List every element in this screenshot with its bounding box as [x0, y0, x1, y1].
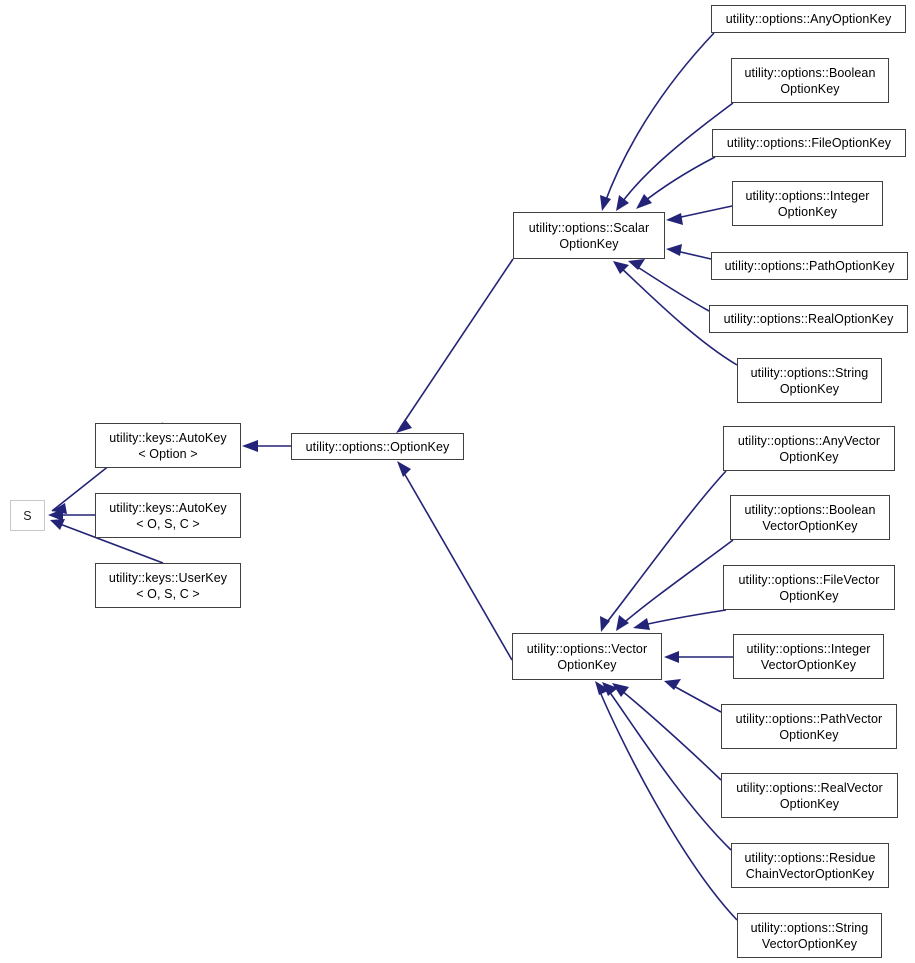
class-node-label: utility::options::AnyVector OptionKey — [737, 433, 881, 464]
inheritance-edge-anyvector-to-vector — [603, 470, 727, 627]
class-node-label: utility::options::Residue ChainVectorOpt… — [744, 850, 876, 881]
class-node-s[interactable]: S — [10, 500, 45, 531]
inheritance-arrowhead-optionkey-to-autokey_option — [242, 440, 258, 452]
inheritance-edge-realvector-to-vector — [616, 686, 722, 781]
inheritance-arrowhead-autokey_option-to-s — [52, 503, 67, 514]
class-node-boolean[interactable]: utility::options::Boolean OptionKey — [731, 58, 889, 103]
class-node-any[interactable]: utility::options::AnyOptionKey — [711, 5, 906, 33]
inheritance-arrowhead-pathvector-to-vector — [664, 679, 681, 690]
inheritance-edge-path-to-scalar — [671, 249, 712, 260]
class-node-real[interactable]: utility::options::RealOptionKey — [709, 305, 908, 333]
inheritance-arrowhead-string-to-scalar — [613, 261, 629, 274]
inheritance-edge-file-to-scalar — [640, 156, 716, 205]
inheritance-edge-stringvector-to-vector — [597, 686, 738, 921]
class-node-label: utility::keys::AutoKey < Option > — [109, 430, 227, 461]
inheritance-arrowhead-any-to-scalar — [600, 195, 611, 211]
inheritance-arrowhead-real-to-scalar — [628, 259, 645, 270]
class-node-anyvector[interactable]: utility::options::AnyVector OptionKey — [723, 426, 895, 471]
class-node-file[interactable]: utility::options::FileOptionKey — [712, 129, 906, 157]
class-node-userkey_osc[interactable]: utility::keys::UserKey < O, S, C > — [95, 563, 241, 608]
class-node-label: utility::options::OptionKey — [305, 439, 450, 454]
class-node-label: utility::options::RealVector OptionKey — [736, 780, 883, 811]
class-node-label: utility::options::String VectorOptionKey — [750, 920, 869, 951]
inheritance-arrowhead-path-to-scalar — [666, 244, 682, 256]
inheritance-arrowhead-residuechainvector-to-vector — [602, 682, 618, 696]
edge-group — [48, 32, 738, 921]
class-node-pathvector[interactable]: utility::options::PathVector OptionKey — [721, 704, 897, 749]
inheritance-arrowhead-integervector-to-vector — [664, 651, 679, 663]
class-node-label: utility::options::PathVector OptionKey — [735, 711, 883, 742]
class-node-label: utility::keys::UserKey < O, S, C > — [108, 570, 228, 601]
class-node-label: utility::options::Integer VectorOptionKe… — [746, 641, 871, 672]
class-node-label: utility::options::Boolean OptionKey — [744, 65, 876, 96]
inheritance-edge-pathvector-to-vector — [669, 683, 722, 713]
class-node-label: utility::options::PathOptionKey — [724, 259, 895, 273]
class-node-autokey_option[interactable]: utility::keys::AutoKey < Option > — [95, 423, 241, 468]
inheritance-arrowhead-filevector-to-vector — [633, 618, 650, 630]
inheritance-arrowhead-anyvector-to-vector — [600, 616, 610, 632]
inheritance-edge-any-to-scalar — [603, 32, 715, 206]
inheritance-arrowhead-integer-to-scalar — [666, 213, 683, 225]
inheritance-arrowhead-userkey_osc-to-s — [50, 519, 65, 530]
inheritance-arrowhead-scalar-to-optionkey — [396, 419, 412, 433]
class-node-path[interactable]: utility::options::PathOptionKey — [711, 252, 908, 280]
inheritance-arrowhead-realvector-to-vector — [612, 683, 629, 697]
class-node-label: S — [23, 508, 32, 523]
inheritance-edge-vector-to-optionkey — [399, 465, 513, 661]
class-node-residuechainvector[interactable]: utility::options::Residue ChainVectorOpt… — [731, 843, 889, 888]
class-node-label: utility::options::FileVector OptionKey — [738, 572, 880, 603]
inheritance-arrowhead-boolean-to-scalar — [616, 195, 629, 211]
inheritance-arrowhead-stringvector-to-vector — [595, 681, 610, 695]
class-node-label: utility::options::String OptionKey — [750, 365, 869, 396]
inheritance-arrowhead-vector-to-optionkey — [397, 461, 411, 477]
inheritance-edge-filevector-to-vector — [638, 609, 727, 627]
inheritance-arrowhead-file-to-scalar — [636, 194, 652, 209]
inheritance-edge-real-to-scalar — [632, 263, 710, 312]
class-node-integer[interactable]: utility::options::Integer OptionKey — [732, 181, 883, 226]
class-node-label: utility::options::Boolean VectorOptionKe… — [744, 502, 876, 533]
class-node-string[interactable]: utility::options::String OptionKey — [737, 358, 882, 403]
class-node-booleanvector[interactable]: utility::options::Boolean VectorOptionKe… — [730, 495, 890, 540]
class-node-label: utility::options::RealOptionKey — [723, 312, 894, 326]
class-node-filevector[interactable]: utility::options::FileVector OptionKey — [723, 565, 895, 610]
class-node-label: utility::keys::AutoKey < O, S, C > — [109, 500, 227, 531]
inheritance-edge-residuechainvector-to-vector — [605, 686, 732, 851]
class-node-vector[interactable]: utility::options::Vector OptionKey — [512, 633, 662, 680]
class-node-integervector[interactable]: utility::options::Integer VectorOptionKe… — [733, 634, 884, 679]
inheritance-edge-booleanvector-to-vector — [619, 539, 734, 627]
class-node-label: utility::options::AnyOptionKey — [725, 12, 892, 26]
class-node-label: utility::options::Integer OptionKey — [745, 188, 870, 219]
class-node-realvector[interactable]: utility::options::RealVector OptionKey — [721, 773, 898, 818]
class-node-label: utility::options::Scalar OptionKey — [528, 220, 650, 251]
inheritance-arrowhead-autokey_osc-to-s — [48, 509, 63, 521]
class-node-stringvector[interactable]: utility::options::String VectorOptionKey — [737, 913, 882, 958]
inheritance-edge-scalar-to-optionkey — [399, 258, 514, 429]
class-node-label: utility::options::Vector OptionKey — [526, 641, 648, 672]
class-node-label: utility::options::FileOptionKey — [726, 136, 892, 150]
class-node-optionkey[interactable]: utility::options::OptionKey — [291, 433, 464, 460]
inheritance-arrowhead-booleanvector-to-vector — [616, 615, 629, 631]
class-node-autokey_osc[interactable]: utility::keys::AutoKey < O, S, C > — [95, 493, 241, 538]
class-node-scalar[interactable]: utility::options::Scalar OptionKey — [513, 212, 665, 259]
inheritance-edge-integer-to-scalar — [671, 205, 733, 220]
